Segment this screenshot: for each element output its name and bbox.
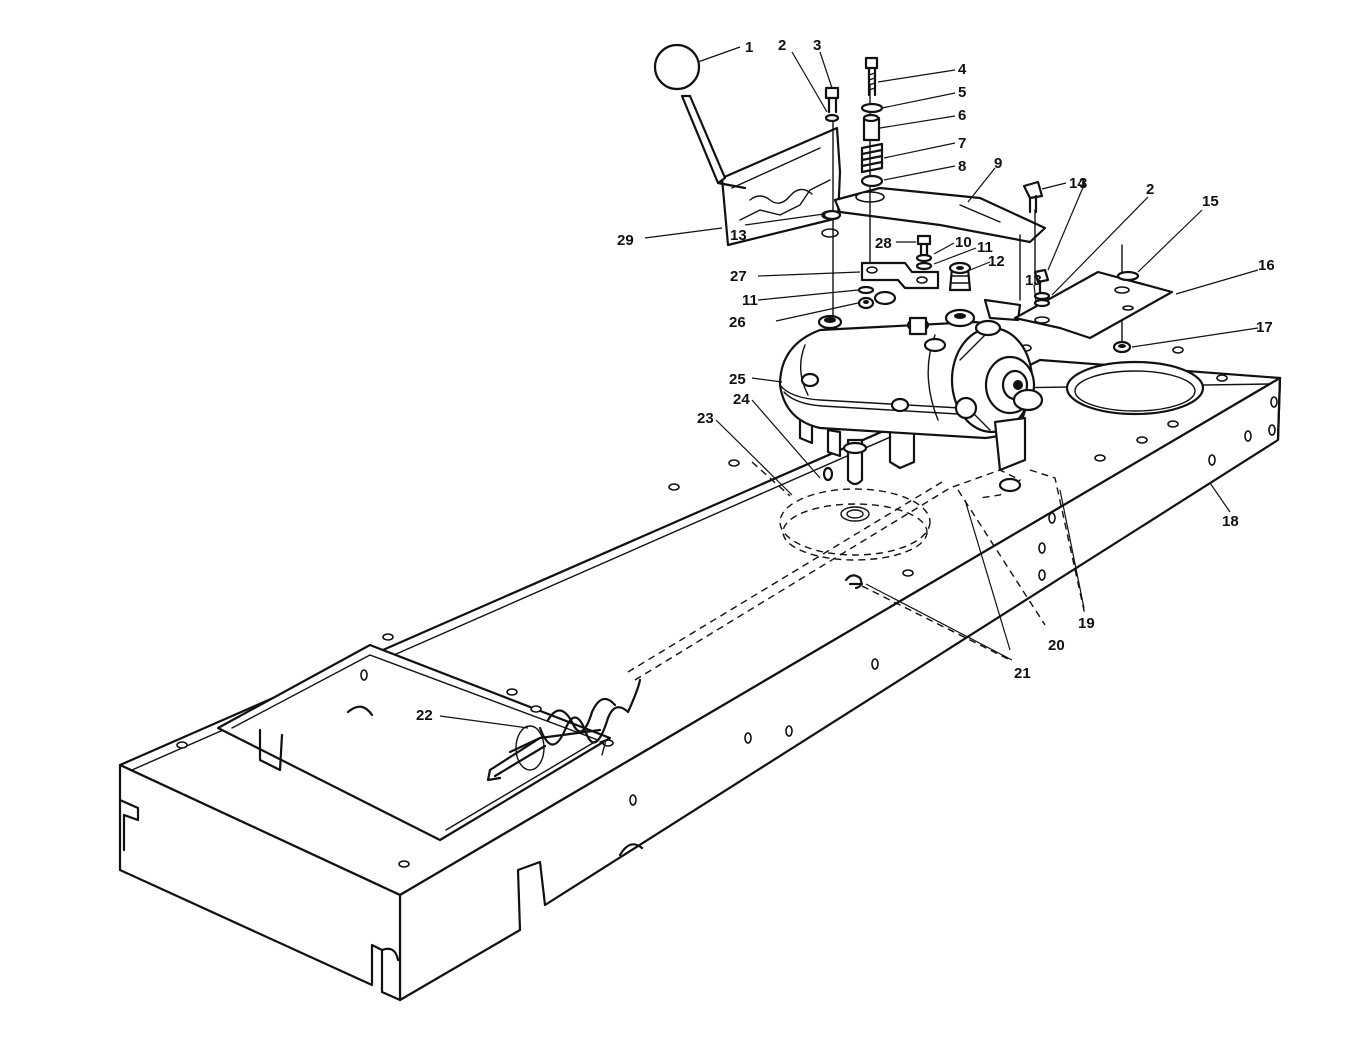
callout-28: 28 [875,235,892,252]
callout-19: 19 [1078,615,1095,632]
spring-assembly [486,678,642,782]
key-24 [822,466,834,482]
callout-2-right: 2 [1146,181,1154,198]
callout-1: 1 [745,39,753,56]
bolt-3-right [1033,268,1050,294]
nut-26 [857,296,875,310]
washer-11-left [857,285,875,295]
callout-2: 2 [778,37,786,54]
callout-12: 12 [988,253,1005,270]
callout-25: 25 [729,371,746,388]
callout-13-left: 13 [730,227,747,244]
callout-29: 29 [617,232,634,249]
leader-lines [439,46,1259,729]
callout-14: 14 [1069,175,1086,192]
callout-22: 22 [416,707,433,724]
callout-3-right: 3 [1079,175,1087,192]
washer-5 [860,102,884,114]
callout-10: 10 [955,234,972,251]
transmission-housing [778,290,1044,493]
callout-7: 7 [958,135,966,152]
callout-24: 24 [733,391,750,408]
washer-11-top [915,261,933,271]
washer-13-left [822,209,842,221]
shift-lever [653,43,747,190]
callout-27: 27 [730,268,747,285]
callout-15: 15 [1202,193,1219,210]
washer-2-left [824,113,840,123]
bolt-3-left [824,86,840,114]
pulley-dashed [779,488,931,561]
nut-17 [1112,340,1132,354]
plate-27 [860,261,940,290]
callout-8: 8 [958,158,966,175]
callout-16: 16 [1258,257,1275,274]
washer-15 [1116,270,1140,282]
callout-13-right: 13 [1025,272,1042,289]
frame-holes [176,344,1278,868]
frame-rear-opening [216,643,612,842]
callout-3: 3 [813,37,821,54]
callout-23: 23 [697,410,714,427]
washer-8 [860,174,884,188]
callout-5: 5 [958,84,966,101]
frame-round-opening [1065,360,1205,416]
spacer-6 [862,113,881,142]
callout-18: 18 [1222,513,1239,530]
shift-knob [653,43,701,91]
callout-4: 4 [958,61,967,78]
callout-11-top: 11 [977,239,993,256]
bolt-14 [1022,180,1044,214]
spring-7 [860,142,884,174]
callout-labels: 1 2 3 4 5 6 7 8 9 14 3 2 15 16 17 29 13 … [416,37,1275,724]
clip-21 [844,574,864,590]
fitting-12 [948,261,972,292]
washer-2-right [1033,291,1051,301]
callout-6: 6 [958,107,966,124]
cable-routing [627,461,1086,681]
callout-20: 20 [1048,637,1065,654]
callout-9: 9 [994,155,1002,172]
bolt-4 [864,56,879,97]
washer-13-right [1033,298,1051,308]
bracket-16 [1013,270,1174,340]
link-arm [833,186,1047,244]
callout-11-left: 11 [742,292,758,309]
washer-10 [915,253,933,263]
callout-21: 21 [1014,665,1031,682]
callout-26: 26 [729,314,746,331]
frame-plate [118,358,1282,1002]
callout-17: 17 [1256,319,1273,336]
